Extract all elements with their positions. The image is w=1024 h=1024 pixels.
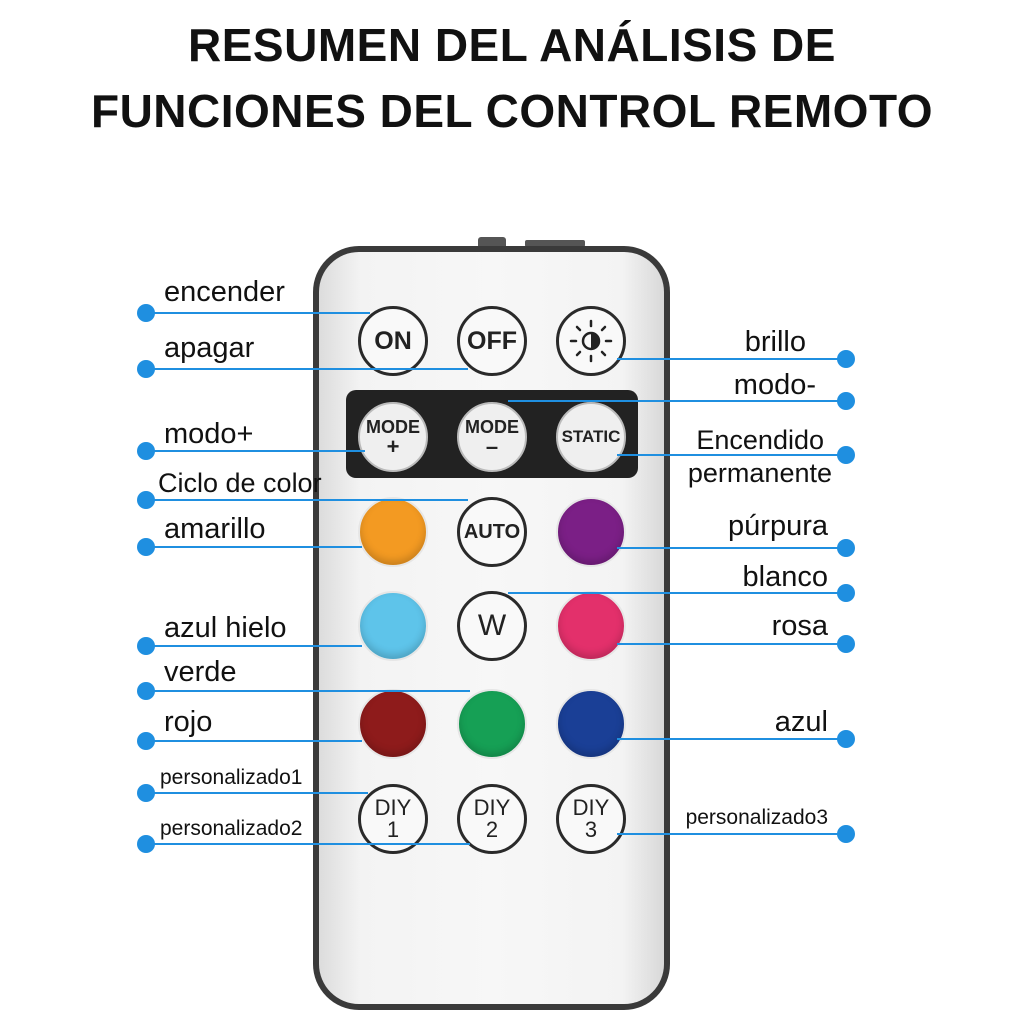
label-permanente: permanente [687,458,832,488]
on-button[interactable]: ON [358,306,428,376]
pink-button[interactable] [556,591,626,661]
callout-dot [837,730,855,748]
ir-emitter [478,237,506,247]
purple-button[interactable] [556,497,626,567]
label-rojo: rojo [164,706,213,738]
label-apagar: apagar [164,332,255,364]
diy1-button[interactable]: DIY 1 [358,784,428,854]
label-purpura: púrpura [728,510,828,542]
callout-dot [137,732,155,750]
label-azul: azul [774,706,828,738]
label-modo-plus: modo+ [164,418,254,450]
callout-dot [837,392,855,410]
callout-dot [137,360,155,378]
callout-dot [137,304,155,322]
green-button[interactable] [457,689,527,759]
callout-dot [137,491,155,509]
label-azul-hielo: azul hielo [164,612,287,644]
callout-dot [137,442,155,460]
yellow-button[interactable] [358,497,428,567]
callout-dot [837,584,855,602]
red-button[interactable] [358,689,428,759]
auto-button[interactable]: AUTO [457,497,527,567]
off-button[interactable]: OFF [457,306,527,376]
page-title-line2: FUNCIONES DEL CONTROL REMOTO [90,85,934,137]
ice-blue-button[interactable] [358,591,428,661]
label-personalizado1: personalizado1 [160,766,303,789]
label-modo-minus: modo- [733,369,816,401]
diy2-button[interactable]: DIY 2 [457,784,527,854]
callout-dot [137,637,155,655]
label-ciclo-de-color: Ciclo de color [158,468,322,498]
white-button[interactable]: W [457,591,527,661]
label-verde: verde [164,656,237,688]
label-encendido: Encendido [696,425,824,455]
label-encender: encender [164,276,285,308]
callout-dot [137,682,155,700]
callout-dot [837,539,855,557]
label-rosa: rosa [771,610,828,642]
callout-dot [837,446,855,464]
diy3-button[interactable]: DIY 3 [556,784,626,854]
static-button[interactable]: STATIC [556,402,626,472]
label-blanco: blanco [742,561,828,593]
battery-slot [525,240,585,247]
callout-dot [837,825,855,843]
page-title-line1: RESUMEN DEL ANÁLISIS DE [188,19,836,71]
callout-dot [137,538,155,556]
mode-plus-button[interactable]: MODE + [358,402,428,472]
label-brillo: brillo [744,326,806,358]
mode-minus-button[interactable]: MODE – [457,402,527,472]
label-amarillo: amarillo [164,513,266,545]
callout-dot [837,635,855,653]
blue-button[interactable] [556,689,626,759]
label-personalizado3: personalizado3 [685,806,828,829]
callout-dot [137,784,155,802]
brightness-button[interactable] [556,306,626,376]
label-personalizado2: personalizado2 [160,817,303,840]
callout-dot [137,835,155,853]
callout-dot [837,350,855,368]
brightness-icon [569,319,613,363]
